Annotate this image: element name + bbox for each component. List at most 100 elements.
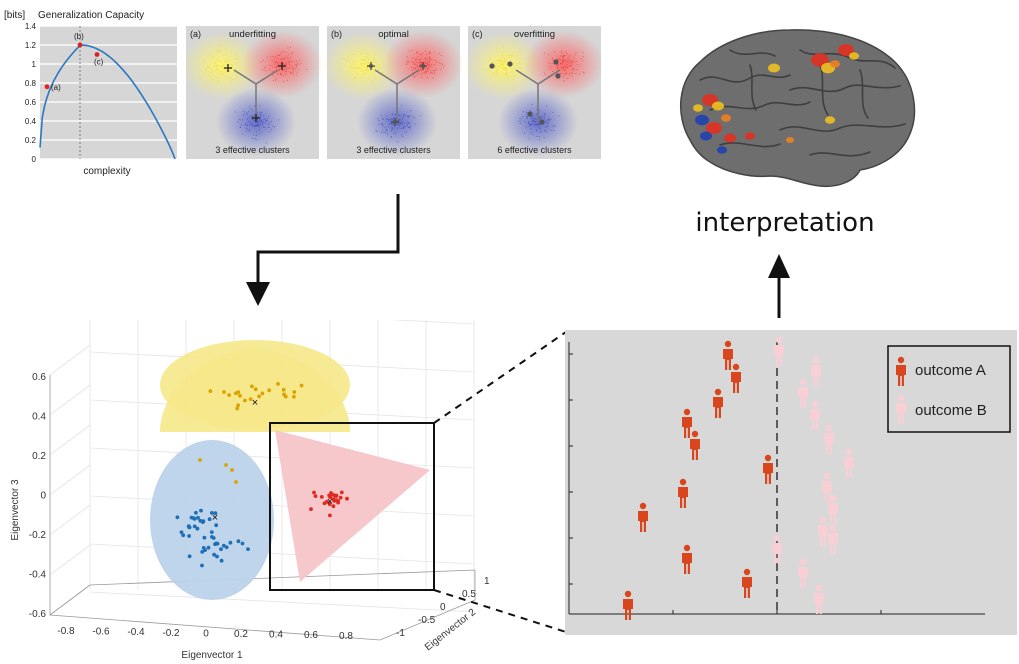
cluster-dot xyxy=(506,51,507,53)
capacity-unit: [bits] xyxy=(4,10,25,21)
cluster-dot xyxy=(398,120,399,122)
cluster-dot xyxy=(571,72,572,73)
cluster-dot xyxy=(499,59,501,61)
cluster-dot xyxy=(431,64,432,66)
s3-gridline xyxy=(49,464,91,496)
cluster-dot xyxy=(540,117,542,119)
cluster-dot xyxy=(420,62,422,64)
cluster-dot xyxy=(536,124,538,126)
person-body xyxy=(678,487,688,508)
cluster-dot xyxy=(564,68,566,70)
cluster-dot xyxy=(403,127,405,129)
cluster-dot xyxy=(366,60,367,62)
centroid-dot xyxy=(553,59,559,65)
cluster-dot xyxy=(257,116,259,118)
cluster-dot xyxy=(548,75,549,77)
s3-point xyxy=(219,558,224,563)
cluster-dot xyxy=(234,72,236,74)
cluster-dot xyxy=(501,56,503,58)
cluster-dot xyxy=(528,123,529,124)
brain-sulcus xyxy=(789,84,901,93)
s3-point xyxy=(175,515,180,520)
person-body xyxy=(798,387,808,408)
scatter3d-points xyxy=(175,382,349,568)
s3-point xyxy=(212,552,217,557)
outcome-a-person-icon xyxy=(742,568,752,598)
cluster-dot xyxy=(366,55,368,57)
cluster-dot xyxy=(428,52,430,54)
cluster-dot xyxy=(424,68,426,69)
cluster-dot xyxy=(365,66,367,68)
cluster-dot xyxy=(261,112,262,114)
cluster-dot xyxy=(501,60,502,62)
cluster-dot xyxy=(232,70,234,72)
cluster-dot xyxy=(571,62,573,64)
cluster-dot xyxy=(518,66,520,68)
cluster-dot xyxy=(388,118,389,120)
cluster-dot xyxy=(389,119,391,121)
cluster-dot xyxy=(421,70,422,72)
cluster-dot xyxy=(539,118,541,120)
cluster-dot xyxy=(512,73,514,75)
cluster-dot xyxy=(561,50,563,52)
cluster-dot xyxy=(237,121,239,123)
legend-outcome-b: outcome B xyxy=(915,402,987,419)
cluster-dot xyxy=(560,73,562,74)
cluster-dot xyxy=(507,77,509,79)
cluster-dot xyxy=(268,127,270,128)
cluster-dot xyxy=(565,72,567,74)
cluster-dot xyxy=(368,58,370,60)
cluster-dot xyxy=(218,66,220,67)
person-body xyxy=(810,409,820,430)
cluster-dot xyxy=(527,117,528,119)
cluster-dot xyxy=(210,54,212,56)
cluster-dot xyxy=(406,56,408,58)
cluster-centroids xyxy=(224,62,286,122)
cluster-dot xyxy=(240,126,242,128)
cluster-dot xyxy=(390,136,392,138)
cluster-dot xyxy=(554,126,556,127)
cluster-dot xyxy=(502,55,503,56)
cluster-dot xyxy=(361,64,363,66)
cluster-dot xyxy=(374,59,376,60)
person-body xyxy=(896,403,906,424)
cluster-dot xyxy=(252,137,254,139)
cluster-dot xyxy=(364,73,366,75)
cluster-dot xyxy=(349,74,351,75)
s3-y-tick: 0 xyxy=(40,491,46,502)
cluster-dot xyxy=(518,62,520,63)
cluster-dot xyxy=(298,63,300,65)
cluster-dot xyxy=(252,118,254,120)
person-head xyxy=(639,502,647,510)
red-cluster-hull xyxy=(275,430,430,582)
cluster-dot xyxy=(529,124,531,126)
cluster-dot xyxy=(392,118,394,120)
s3-point xyxy=(243,398,247,403)
s3-point xyxy=(248,397,253,401)
cluster-dot xyxy=(407,62,409,64)
capacity-y-tick: 0.8 xyxy=(25,79,37,88)
cluster-dot xyxy=(572,69,574,71)
cluster-dot xyxy=(289,71,291,73)
cluster-dot xyxy=(552,71,553,72)
cluster-dot xyxy=(506,74,508,76)
s3-point xyxy=(309,507,313,511)
cluster-dot xyxy=(412,74,414,76)
brain-shape xyxy=(679,29,916,188)
cluster-dot xyxy=(531,104,533,105)
s3-point xyxy=(219,547,223,552)
person-head xyxy=(724,340,732,348)
cluster-dot xyxy=(358,66,360,68)
cluster-dot xyxy=(417,62,419,63)
cluster-dot xyxy=(438,62,440,64)
cluster-dot xyxy=(231,49,232,51)
s3-point xyxy=(328,495,333,500)
cluster-dot xyxy=(403,114,404,116)
cluster-dot xyxy=(564,70,565,72)
cluster-dot xyxy=(383,65,384,67)
cluster-dot xyxy=(526,117,528,119)
cluster-dot xyxy=(501,60,503,62)
cluster-dot xyxy=(348,56,350,58)
cluster-dot xyxy=(544,130,546,132)
